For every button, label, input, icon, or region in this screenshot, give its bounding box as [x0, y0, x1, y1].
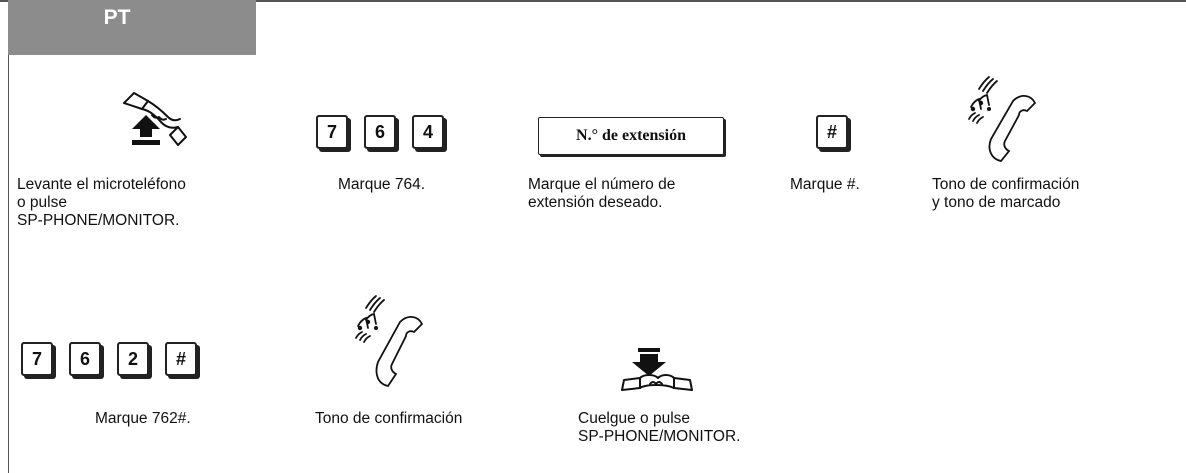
frame-top-border: [0, 0, 1186, 2]
hangup-line-1: Cuelgue o pulse: [578, 410, 691, 427]
dial-762-text: Marque 762#.: [95, 410, 191, 427]
pt-tab: PT: [8, 0, 256, 55]
tone1-line-1: Tono de confirmación: [932, 176, 1080, 193]
confirmation-tone-icon-2: [355, 295, 424, 388]
tone1-line-2: y tono de marcado: [932, 194, 1061, 211]
tone-confirm-text: Tono de confirmación: [315, 410, 463, 427]
key-7: 7: [316, 115, 348, 149]
hangup-text: Cuelgue o pulse SP-PHONE/MONITOR.: [578, 410, 740, 446]
hangup-line-2: SP-PHONE/MONITOR.: [578, 428, 741, 445]
key-7-b: 7: [21, 342, 53, 376]
dial-ext-line-2: extensión deseado.: [528, 194, 663, 211]
key-4: 4: [412, 115, 444, 149]
lift-line-2: o pulse: [17, 194, 67, 211]
key-6: 6: [364, 115, 396, 149]
dial-hash-text: Marque #.: [790, 176, 860, 193]
dial-764-text: Marque 764.: [338, 176, 426, 193]
dial-extension-text: Marque el número de extensión deseado.: [528, 176, 675, 212]
tone-confirm-dial-text: Tono de confirmación y tono de marcado: [932, 176, 1079, 212]
handset-hangup-icon: [621, 348, 693, 391]
key-2: 2: [117, 342, 149, 376]
lift-handset-text: Levante el microteléfono o pulse SP-PHON…: [17, 176, 186, 230]
extension-number-box: N.° de extensión: [538, 117, 724, 155]
key-6-b: 6: [69, 342, 101, 376]
lift-line-1: Levante el microteléfono: [17, 176, 186, 193]
frame-left-border: [8, 0, 9, 473]
lift-line-3: SP-PHONE/MONITOR.: [17, 212, 180, 229]
pt-tab-label: PT: [103, 6, 131, 29]
key-hash-b: #: [165, 342, 197, 376]
handset-lift-icon: [123, 92, 187, 146]
confirmation-tone-icon: [968, 76, 1037, 162]
key-hash: #: [816, 115, 848, 149]
dial-ext-line-1: Marque el número de: [528, 176, 676, 193]
